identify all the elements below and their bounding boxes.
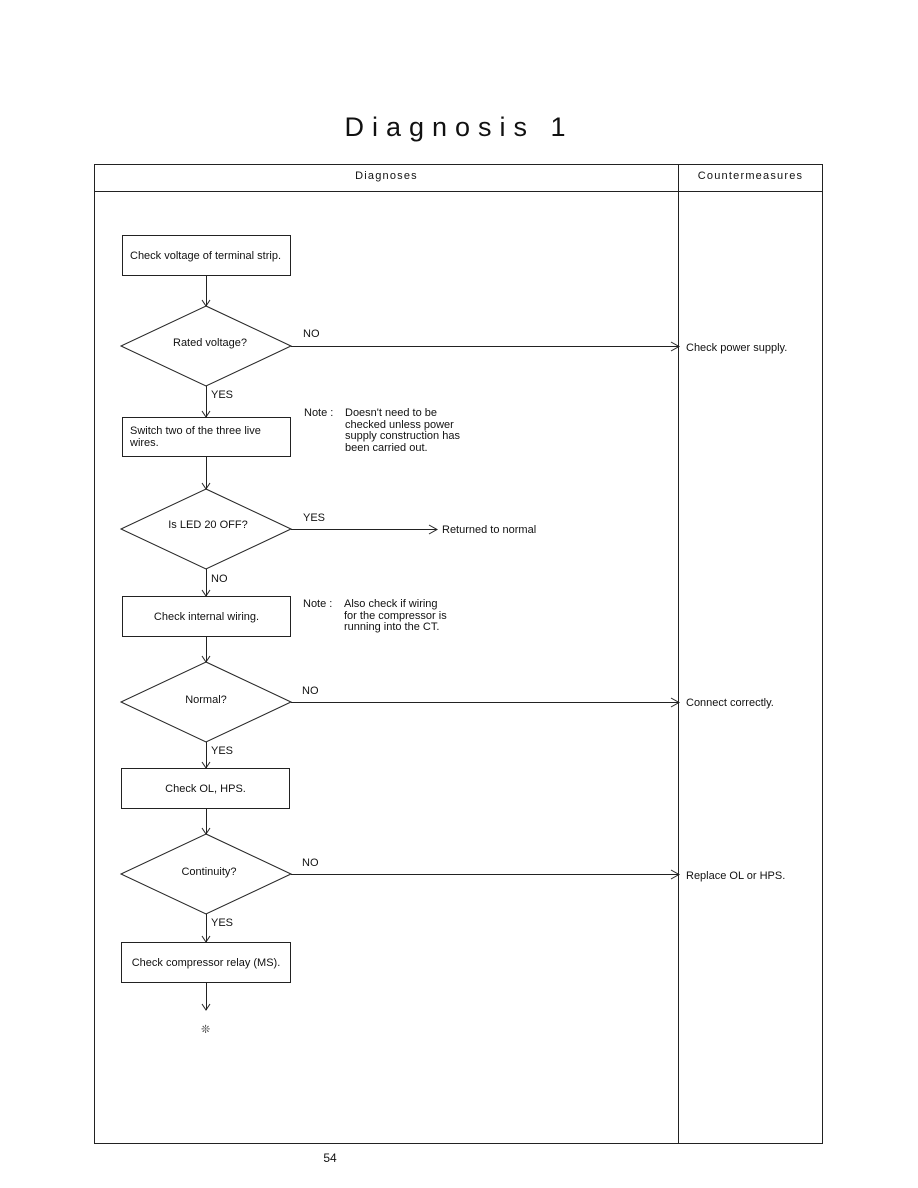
page-title: Diagnosis 1: [344, 112, 574, 142]
note-1-prefix: Note :: [304, 407, 334, 419]
outcome-returned-normal: Returned to normal: [442, 524, 537, 536]
continuation-mark: ❊: [201, 1024, 211, 1036]
yes-label-4: YES: [211, 917, 234, 929]
no-label-4: NO: [302, 857, 319, 869]
no-label-3: NO: [302, 685, 319, 697]
no-label-2: NO: [211, 573, 228, 585]
box-switch-wires: Switch two of the three live wires.: [122, 417, 291, 457]
note-2-text: Also check if wiring for the compressor …: [344, 598, 447, 633]
box-internal-wiring: Check internal wiring.: [122, 596, 291, 637]
note-1-text: Doesn't need to be checked unless power …: [345, 407, 460, 454]
note-2-prefix: Note :: [303, 598, 333, 610]
note-1: Note : Doesn't need to be checked unless…: [304, 407, 460, 454]
box-check-terminal: Check voltage of terminal strip.: [122, 235, 291, 276]
note-2: Note : Also check if wiring for the comp…: [303, 598, 447, 634]
countermeasure-replace-ol: Replace OL or HPS.: [686, 870, 786, 882]
page-number: 54: [323, 1151, 337, 1165]
yes-label-2: YES: [303, 512, 326, 524]
countermeasure-power-supply: Check power supply.: [686, 342, 788, 354]
table-border: [94, 164, 823, 1144]
label-led-off: Is LED 20 OFF?: [168, 519, 248, 531]
yes-label-3: YES: [211, 745, 234, 757]
box-compressor-relay: Check compressor relay (MS).: [121, 942, 291, 983]
label-normal: Normal?: [185, 694, 227, 706]
header-countermeasures: Countermeasures: [697, 170, 804, 182]
countermeasure-connect-correctly: Connect correctly.: [686, 697, 774, 709]
header-diagnoses: Diagnoses: [355, 170, 418, 182]
label-continuity: Continuity?: [181, 866, 237, 878]
label-rated-voltage: Rated voltage?: [173, 337, 247, 349]
box-check-ol: Check OL, HPS.: [121, 768, 290, 809]
yes-label-1: YES: [211, 389, 234, 401]
no-label-1: NO: [303, 328, 320, 340]
